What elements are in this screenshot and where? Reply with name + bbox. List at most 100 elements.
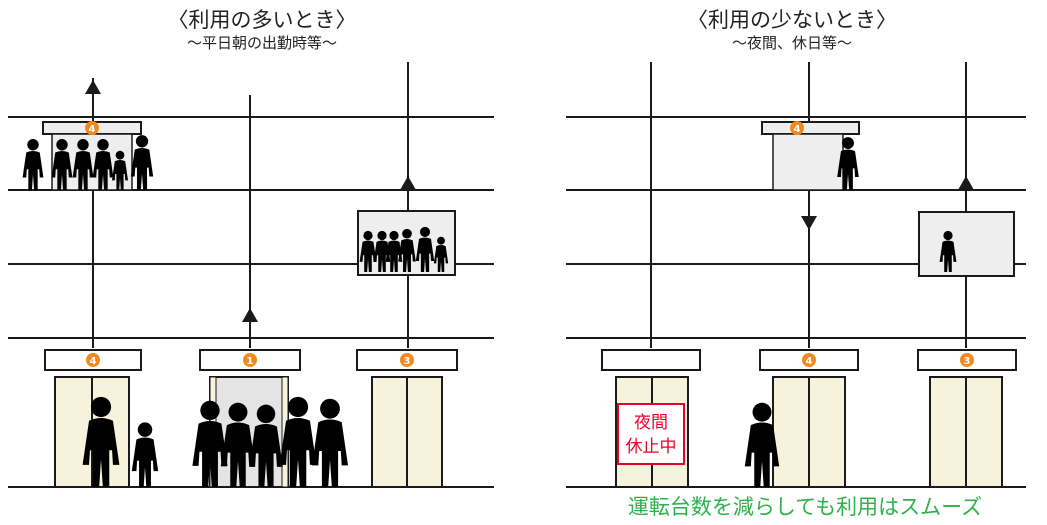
person-head [90,396,112,418]
person-body [130,148,154,190]
person-figure [415,226,435,272]
caption: 運転台数を減らしても利用はスムーズ [627,495,983,519]
person-head [97,139,109,151]
car-number-label: 3 [964,356,971,367]
car-number-badge [960,353,974,367]
person-body [72,151,94,190]
person-figure [220,402,256,487]
suspended-sign: 夜間 休止中 [617,403,685,465]
person-head [137,422,153,437]
person-head [200,400,220,421]
car-number-badge [400,353,414,367]
lobby-elevators [44,349,1017,488]
person-figure [279,396,317,487]
right-panel-title: 〈利用の少ないとき〉 [687,8,897,32]
car-roof [761,121,860,135]
person-head [402,228,412,239]
person-head [363,230,373,241]
person-figure [312,398,348,487]
car-number-label: 4 [89,124,96,135]
person-figure [192,400,228,487]
person-body [312,419,348,487]
person-figure [837,137,859,190]
car-number-badge [802,353,816,367]
person-figure [433,236,449,272]
person-body [192,421,228,487]
suspended-sign-line1: 夜間 [634,413,668,433]
up-arrow-icon [400,176,416,190]
car-number-badge [85,121,99,135]
person-body [249,424,283,487]
person-figure [82,396,120,487]
person-body [112,160,128,190]
elevator-car-open [772,133,844,191]
person-figure [359,230,377,272]
car-number-badges: 4 1 3 4 3 4 4 [85,121,974,367]
person-body [837,149,859,190]
person-head [943,230,953,241]
people-figures [22,135,957,487]
person-body [385,240,403,272]
person-head [256,404,276,424]
person-body [415,237,435,272]
person-body [279,418,317,487]
person-body [433,245,449,272]
down-arrow-icon [801,216,817,230]
person-figure [398,228,416,272]
person-body [744,422,780,487]
right-panel-subtitle: 〜夜間、休日等〜 [731,34,852,52]
building-structure [8,62,1026,488]
up-arrow-icon [85,80,101,94]
person-head [287,396,309,418]
person-figure [112,150,128,190]
person-figure [744,402,780,487]
person-figure [373,230,391,272]
car-number-badge [86,353,100,367]
person-body [220,422,256,487]
person-head [135,135,149,148]
person-body [373,240,391,272]
person-figure [22,139,44,190]
person-figure [385,230,403,272]
elevator-header [601,349,701,371]
person-figure [939,230,957,272]
person-head [437,236,445,245]
person-body [51,151,73,190]
car-number-badge [243,353,257,367]
person-figure [249,404,283,487]
car-number-label: 3 [404,356,411,367]
person-head [377,230,387,241]
person-head [752,402,772,422]
car-number-label: 1 [247,356,254,367]
person-head [27,139,39,151]
car-number-label: 4 [794,124,801,135]
person-body [939,240,957,272]
car-number-label: 4 [806,356,813,367]
car-number-badge [790,121,804,135]
person-head [842,137,854,149]
person-head [115,150,125,160]
car-number-label: 4 [90,356,97,367]
up-arrow-icon [958,176,974,190]
moving-cars [42,121,1015,277]
person-figure [92,139,114,190]
person-head [77,139,89,151]
person-head [419,226,431,238]
person-head [228,402,248,422]
person-body [398,239,416,272]
person-body [131,437,159,487]
person-body [92,151,114,190]
person-head [56,139,68,151]
person-head [320,398,340,419]
person-figure [51,139,73,190]
suspended-sign-frame [617,403,685,465]
person-body [82,418,120,487]
person-body [359,240,377,272]
suspended-sign-line2: 休止中 [626,437,677,457]
left-panel-subtitle: 〜平日朝の出勤時等〜 [186,34,337,52]
person-figure [72,139,94,190]
person-body [22,151,44,190]
person-figure [130,135,154,190]
left-panel-title: 〈利用の多いとき〉 [167,8,357,32]
